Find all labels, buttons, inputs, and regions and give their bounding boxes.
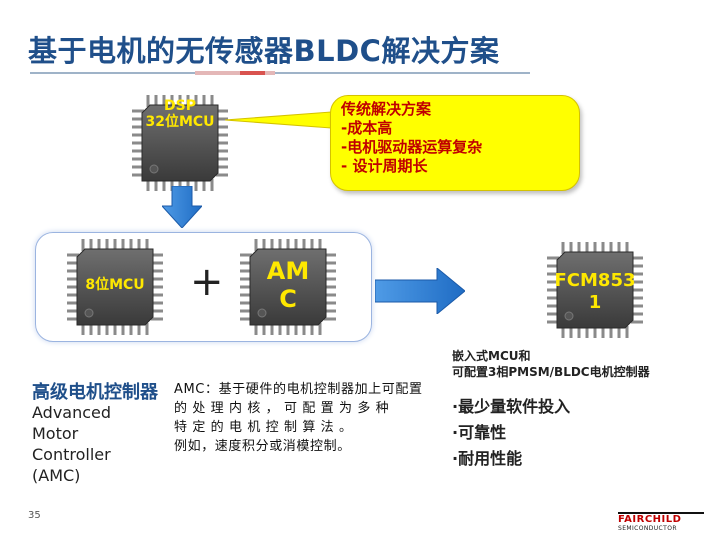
fcm-chip-image: FCM853 1 (535, 230, 655, 350)
amc-english-name: Advanced Motor Controller (AMC) (32, 402, 111, 486)
fcm-chip-label-line2: 1 (588, 292, 602, 313)
mcu8-chip-image: 8位MCU (55, 227, 175, 347)
title-underline (30, 72, 530, 74)
benefit-item: ·最少量软件投入 (452, 397, 571, 416)
amc-english-line: Motor (32, 424, 79, 443)
amc-description-line: 的 处 理 内 核 ， 可 配 置 为 多 种 (174, 401, 390, 416)
amc-english-line: Controller (32, 445, 111, 464)
title-underline-accent-red (240, 71, 265, 75)
amc-english-line: (AMC) (32, 466, 81, 485)
callout-pointer (225, 111, 332, 129)
amc-chip-image: AM C (228, 227, 348, 347)
title-underline-accent (195, 71, 275, 75)
fairchild-logo: FAIRCHILD SEMICONDUCTOR (618, 512, 704, 532)
callout-line: 传统解决方案 (341, 100, 432, 118)
page-title: 基于电机的无传感器BLDC解决方案 (28, 34, 500, 68)
amc-description-line: 特 定 的 电 机 控 制 算 法 。 (174, 420, 353, 435)
logo-subtitle: SEMICONDUCTOR (618, 525, 677, 532)
fcm-caption: 嵌入式MCU和 可配置3相PMSM/BLDC电机控制器 (452, 348, 712, 380)
plus-sign: + (190, 259, 224, 305)
amc-description: AMC：基于硬件的电机控制器加上可配置 的 处 理 内 核 ， 可 配 置 为 … (174, 380, 436, 456)
right-arrow-icon (375, 268, 465, 314)
callout-line: - 设计周期长 (341, 157, 428, 175)
benefit-item: ·耐用性能 (452, 449, 523, 468)
logo-wordmark: FAIRCHILD (618, 514, 682, 525)
mcu8-chip-label: 8位MCU (85, 277, 145, 293)
amc-section-title: 高级电机控制器 (32, 382, 158, 403)
amc-description-line: AMC：基于硬件的电机控制器加上可配置 (174, 382, 423, 397)
amc-chip-label: AM C (228, 257, 348, 313)
fcm-caption-line1: 嵌入式MCU和 (452, 349, 531, 363)
amc-chip-label-line2: C (279, 285, 297, 313)
dsp-chip-label-line1: DSP (164, 98, 196, 114)
mcu-amc-group-box (35, 232, 372, 342)
down-arrow-icon (162, 186, 202, 228)
amc-chip-label-line1: AM (266, 257, 310, 285)
amc-description-line: 例如，速度积分或消模控制。 (174, 439, 351, 454)
benefit-item: ·可靠性 (452, 423, 507, 442)
page-number: 35 (28, 510, 41, 521)
amc-english-line: Advanced (32, 403, 112, 422)
dsp-chip-label-line2: 32位MCU (145, 114, 215, 130)
fcm-chip-label: FCM853 1 (535, 270, 655, 314)
dsp-chip-label: DSP 32位MCU (120, 98, 240, 130)
fcm-chip-label-line1: FCM853 (554, 270, 636, 291)
traditional-solution-callout: 传统解决方案 -成本高 -电机驱动器运算复杂 - 设计周期长 (330, 95, 580, 191)
callout-line: -电机驱动器运算复杂 (341, 138, 483, 156)
dsp-chip-image: DSP 32位MCU (120, 83, 240, 203)
benefits-list: ·最少量软件投入 ·可靠性 ·耐用性能 (452, 394, 570, 472)
fcm-caption-line2: 可配置3相PMSM/BLDC电机控制器 (452, 365, 650, 379)
callout-line: -成本高 (341, 119, 393, 137)
